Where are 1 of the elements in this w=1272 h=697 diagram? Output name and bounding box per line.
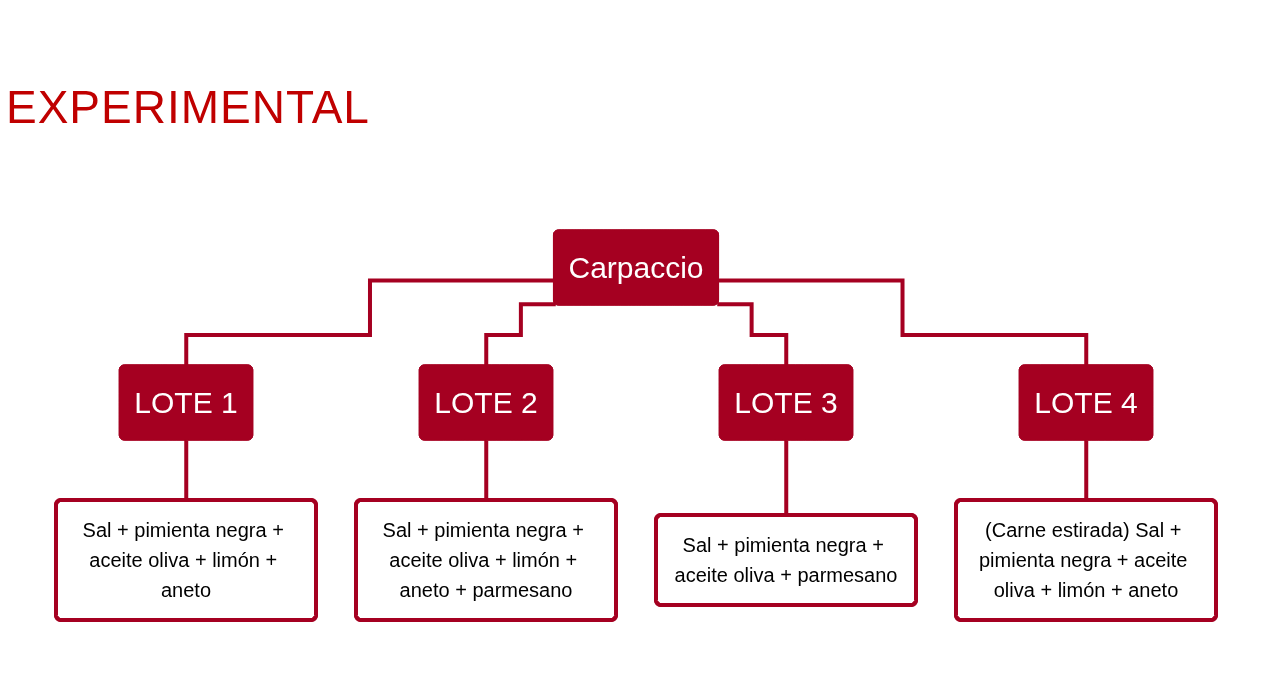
title: EXPERIMENTAL	[6, 80, 370, 134]
